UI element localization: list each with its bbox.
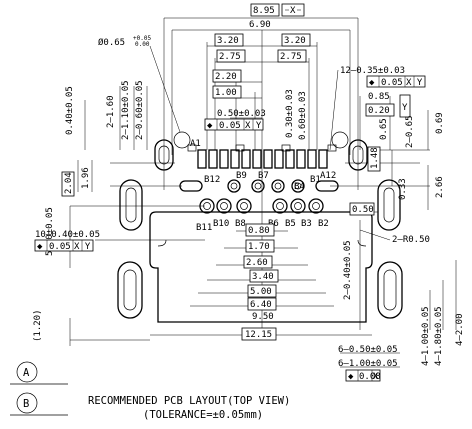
- pin-hole-diameter: Ø0.65: [98, 37, 125, 48]
- dim-6-1-00: 6–1.00±0.05: [338, 359, 398, 369]
- fcf-slot-datums: X Y: [406, 78, 423, 88]
- left-dimension-group: 0.40±0.05 2–1.60 2–1.10±0.05 2–0.60±0.05…: [33, 80, 145, 342]
- bottom-dimension-group: 0.80 1.70 2.60 3.40 5.00 6.40 9.50 12.15…: [241, 223, 398, 382]
- dim-1-20: (1.20): [33, 309, 43, 342]
- right-top-slot: [331, 131, 368, 171]
- right-dimension-group: 0.65 2–0.65 0.69 1.48 0.33 2.66 0.50 2–R…: [343, 112, 465, 366]
- fcf-bottom-value: 0.08: [359, 372, 381, 382]
- dim-1-48: 1.48: [370, 147, 380, 169]
- left-top-slot: [154, 131, 191, 171]
- fcf-left-value: 0.05: [49, 242, 71, 252]
- dim-0-69: 0.69: [435, 112, 445, 134]
- b-row-oval-pads: [179, 179, 339, 193]
- datum-y-label: Y: [402, 103, 408, 113]
- dim-6-0-50: 6–0.50±0.05: [338, 345, 398, 355]
- legend-tolerance: (TOLERANCE=±0.05mm): [143, 409, 263, 421]
- legend-title: RECOMMENDED PCB LAYOUT(TOP VIEW): [88, 395, 290, 407]
- pin-b11: B11: [196, 223, 212, 233]
- pitch-text: 6.90: [249, 20, 271, 30]
- svg-text:◆: ◆: [37, 242, 43, 252]
- svg-text:◆: ◆: [207, 121, 213, 131]
- radius-text: 2–R0.50: [392, 235, 430, 245]
- dim-4-2-00: 4–2.00: [455, 313, 465, 346]
- pin-b5: B5: [285, 219, 296, 229]
- half-right-2-75: 2.75: [280, 52, 302, 62]
- datum-x-label: X: [290, 6, 296, 16]
- dim-1-00: 1.00: [215, 88, 237, 98]
- side-slots: [117, 179, 403, 319]
- legend: A B RECOMMENDED PCB LAYOUT(TOP VIEW) (TO…: [10, 361, 290, 421]
- overall-width-text: 8.95: [253, 6, 275, 16]
- slot-dimension: 12–0.35±0.03: [340, 66, 405, 76]
- pin-b8: B8: [235, 219, 246, 229]
- marker-b: B: [23, 398, 29, 410]
- dim-5-00: 5.00: [250, 287, 272, 297]
- pin-b4: B4: [294, 182, 305, 192]
- fcf-top-value: 0.05: [219, 121, 241, 131]
- dim-9-50: 9.50: [252, 312, 274, 322]
- svg-text:◆: ◆: [369, 78, 375, 88]
- dim-2-20: 2.20: [215, 72, 237, 82]
- fcf-left-datums: X Y: [74, 242, 91, 252]
- pin-b7: B7: [258, 171, 269, 181]
- dim-2-66: 2.66: [435, 176, 445, 198]
- pin-a1: A1: [190, 139, 201, 149]
- dim-2-1-60: 2–1.60: [106, 95, 116, 128]
- marker-a: A: [23, 367, 30, 379]
- dim-3-40: 3.40: [252, 272, 274, 282]
- dim-1-96: 1.96: [81, 167, 91, 189]
- b-lower-pads: [199, 198, 324, 214]
- dim-0-20: 0.20: [368, 106, 390, 116]
- dim-2-0-40: 2–0.40±0.05: [343, 240, 353, 300]
- dim-0-65: 0.65: [379, 118, 389, 140]
- dim-4-1-80: 4–1.80±0.05: [434, 306, 444, 366]
- fcf-bottom-datum: X: [373, 372, 379, 382]
- dim-2-0-65: 2–0.65: [405, 115, 415, 148]
- fcf-top-datums: X Y: [245, 121, 262, 131]
- pin-a12: A12: [320, 171, 336, 181]
- pin-hole-tol-upper: +0.05: [133, 35, 151, 42]
- pin-labels: A1 A12 B12 B9 B7 B4 B1 B11 B10 B8 B6 B5 …: [190, 139, 336, 233]
- dim-0-80: 0.80: [248, 226, 270, 236]
- dim-2-60: 2.60: [246, 258, 268, 268]
- pin-hole-tol-lower: 0.00: [135, 41, 150, 48]
- top-pad-row: [187, 144, 337, 169]
- dim-0-85: 0.85: [368, 92, 390, 102]
- dim-1-70: 1.70: [248, 242, 270, 252]
- pin-b9: B9: [236, 171, 247, 181]
- pin-b1: B1: [310, 175, 321, 185]
- dim-2-0-60: 2–0.60±0.05: [135, 80, 145, 140]
- dim-0-40: 0.40±0.05: [65, 86, 75, 135]
- half-left-2-75: 2.75: [219, 52, 241, 62]
- dim-0-50-side: 0.50: [352, 205, 374, 215]
- top-dimension-group: 8.95 X 6.90 3.20 3.20 2.75 2.75 2.20 1.0…: [98, 3, 426, 151]
- dim-0-50-003: 0.50±0.03: [217, 109, 266, 119]
- svg-text:◆: ◆: [348, 372, 354, 382]
- dim-6-40: 6.40: [250, 300, 272, 310]
- pin-b10: B10: [213, 219, 229, 229]
- pin-b12: B12: [204, 175, 220, 185]
- dim-0-33: 0.33: [398, 178, 408, 200]
- dim-4-1-00: 4–1.00±0.05: [421, 306, 431, 366]
- dim-12-15: 12.15: [245, 330, 272, 340]
- dim-0-60: 0.60±0.03: [298, 91, 308, 140]
- half-right-3-20: 3.20: [284, 36, 306, 46]
- dim-2-04: 2.04: [64, 172, 74, 194]
- dim-5-80: 5.80±0.05: [45, 207, 55, 256]
- pin-b3: B3: [301, 219, 312, 229]
- dim-10-0-40: 10–0.40±0.05: [35, 230, 100, 240]
- pin-b2: B2: [318, 219, 329, 229]
- dim-0-30: 0.30±0.03: [285, 89, 295, 138]
- dim-2-1-10: 2–1.10±0.05: [121, 80, 131, 140]
- fcf-slot-value: 0.05: [381, 78, 403, 88]
- half-left-3-20: 3.20: [217, 36, 239, 46]
